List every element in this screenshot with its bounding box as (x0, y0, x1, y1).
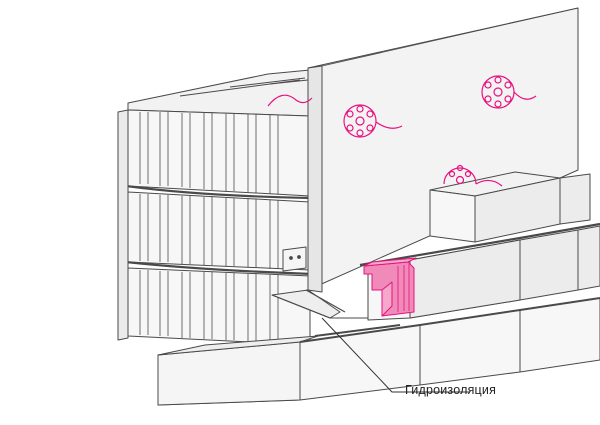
insulation-board (307, 7, 579, 293)
brick-facing-wall (157, 171, 600, 406)
inner-block-wall (117, 69, 313, 346)
flexible-tie-icon (267, 94, 313, 107)
insulation-dowel-icon (443, 164, 503, 187)
support-bracket (282, 246, 307, 272)
callout-leader (321, 317, 470, 393)
waterproofing-label: Гидроизоляция (405, 383, 497, 397)
insulation-dowel-icon (481, 75, 537, 109)
insulation-dowel-icon (343, 104, 403, 138)
corner-block-highlight (363, 257, 417, 317)
